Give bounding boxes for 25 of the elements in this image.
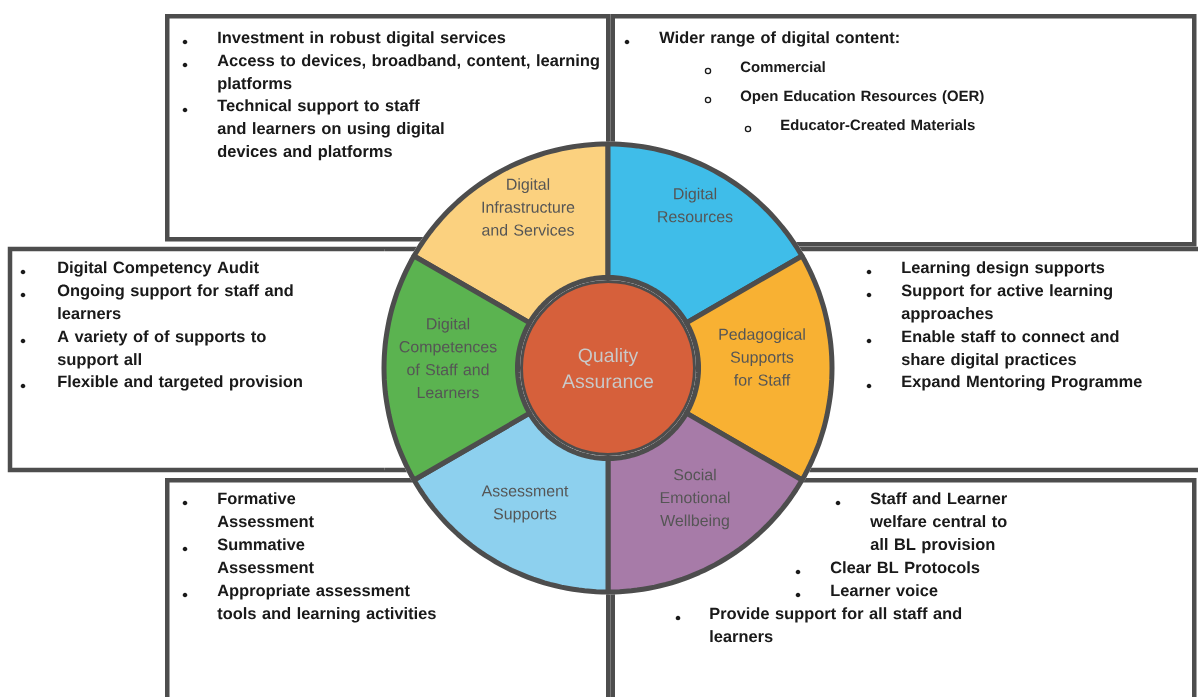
bullet-item: Flexible and targeted provision <box>20 375 302 391</box>
bullet-item: Provide support for all staff and learners <box>675 607 962 643</box>
wheel-segment: Digital Resources <box>605 141 805 326</box>
bullet-item: Open Education Resources (OER) <box>704 90 984 105</box>
bullet-item: Support for active learning approaches <box>866 284 1112 323</box>
bullet-item: Access to devices, broadband, content, learning platforms <box>182 54 599 93</box>
wheel-segment: Assessment Supports <box>411 410 611 595</box>
bullet-item: Enable staff to connect and share digital practices <box>866 330 1119 369</box>
bullet-item: Summative Assessment <box>182 538 314 574</box>
bullet-item: Learning design supports <box>866 261 1105 277</box>
bullet-item: Digital Competency Audit <box>20 261 259 277</box>
bullet-item: Ongoing support for staff and learners <box>20 284 293 320</box>
text-panel <box>610 14 1197 247</box>
bullet-item: Educator-Created Materials <box>744 119 975 133</box>
bullet-item: Investment in robust digital services <box>182 31 506 47</box>
bullet-item: Expand Mentoring Programme <box>866 375 1142 391</box>
wheel-segment: Digital Competences of Staff and Learners <box>381 253 533 483</box>
text-panel <box>7 246 385 473</box>
wheel-segment: Social Emotional Wellbeing <box>605 410 805 595</box>
bullet-item: A variety of of supports to support all <box>20 330 266 369</box>
bullet-item: Commercial <box>704 61 825 75</box>
bullet-item: Staff and Learner welfare central to all BL provision <box>835 492 1007 554</box>
bullet-item: Formative Assessment <box>182 492 314 528</box>
text-panel <box>832 246 1198 473</box>
bullet-item: Wider range of digital content: <box>624 31 899 47</box>
